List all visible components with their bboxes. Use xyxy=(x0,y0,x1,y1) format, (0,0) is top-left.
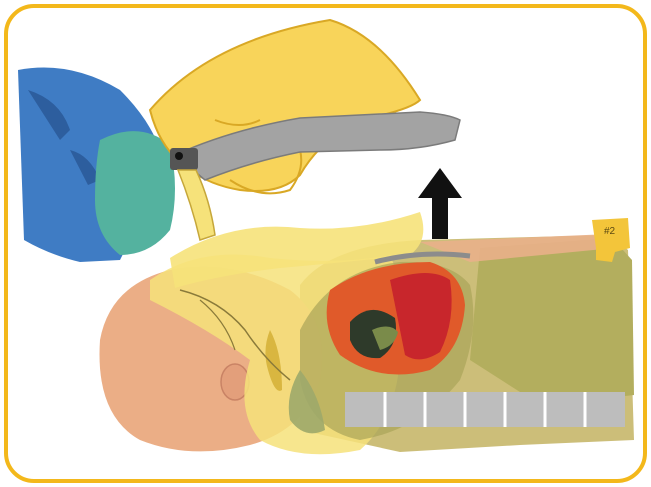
cap-teal xyxy=(95,131,175,255)
torso-back xyxy=(470,238,634,400)
laryngoscope-light xyxy=(175,152,183,160)
corner-mark: #2 xyxy=(604,226,616,237)
spine xyxy=(345,392,625,427)
